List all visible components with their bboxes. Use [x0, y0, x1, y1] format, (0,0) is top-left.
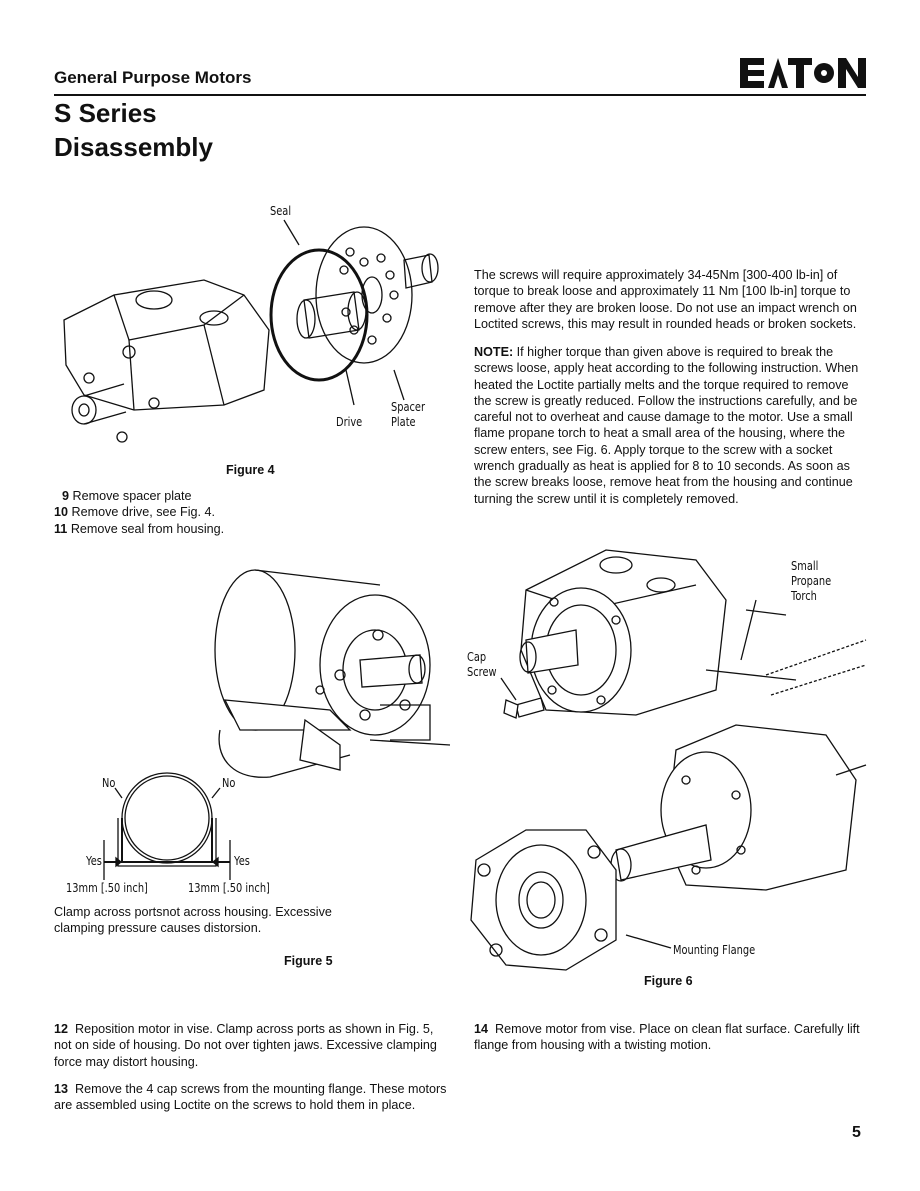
figure6-caption: Figure 6 [644, 974, 693, 988]
figure4-illustration [54, 200, 454, 430]
section-title: General Purpose Motors [54, 68, 252, 87]
figure4-label-seal: Seal [270, 204, 292, 218]
page-number: 5 [852, 1124, 861, 1141]
step-14: 14 Remove motor from vise. Place on clea… [474, 1022, 860, 1053]
figure6-label-flange: Mounting Flange [673, 943, 756, 957]
torque-paragraph: The screws will require approximately 34… [474, 268, 857, 331]
figure6-label-torch: Small Propane Torch [791, 559, 832, 603]
figure4-caption: Figure 4 [226, 463, 275, 477]
figure5-dim-right: 13mm [.50 inch] [188, 881, 270, 895]
list-item: 9 Remove spacer plate [62, 489, 192, 503]
figure5-label-no-left: No [102, 776, 116, 790]
eaton-logo [740, 58, 866, 88]
step-12: 12 Reposition motor in vise. Clamp acros… [54, 1022, 437, 1069]
note-paragraph: NOTE: If higher torque than given above … [474, 345, 859, 506]
list-item: 10 Remove drive, see Fig. 4. [54, 505, 216, 520]
list-item: 11 Remove seal from housing. [54, 521, 225, 536]
steps-9-11: 9 Remove spacer plate 10 Remove drive, s… [54, 488, 354, 537]
figure5-label-yes-left: Yes [86, 854, 102, 868]
figure4-label-drive: Drive [336, 415, 363, 429]
figure5-note: Clamp across portsnot across housing. Ex… [54, 905, 332, 936]
figure6-label-cap-screw: Cap Screw [467, 650, 497, 679]
step-13: 13 Remove the 4 cap screws from the moun… [54, 1082, 447, 1113]
figure5-illustration [210, 555, 455, 790]
figure5-caption: Figure 5 [284, 954, 333, 968]
header-rule [54, 94, 866, 96]
figure5-clamp-diagram [90, 770, 270, 890]
figure5-dim-left: 13mm [.50 inch] [66, 881, 148, 895]
figure6-illustration [466, 540, 866, 970]
figure5-label-no-right: No [222, 776, 236, 790]
figure5-label-yes-right: Yes [234, 854, 250, 868]
figure4-label-spacer: Spacer Plate [391, 400, 426, 429]
page-title: S Series Disassembly [54, 98, 213, 162]
